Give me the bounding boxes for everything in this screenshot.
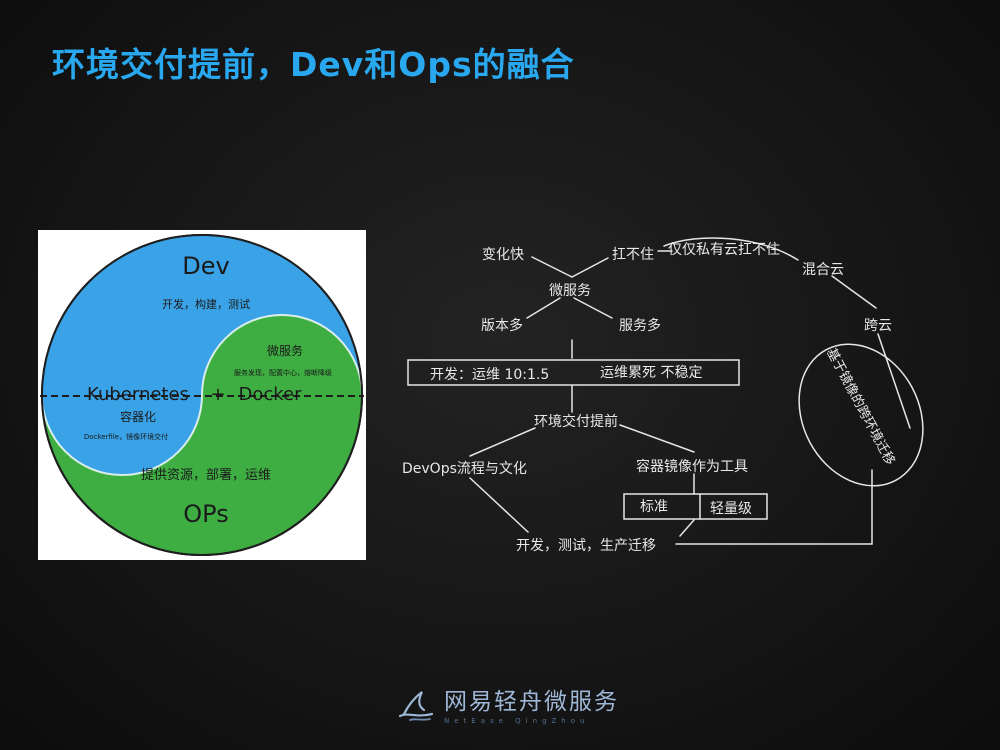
link-micro-versions — [526, 297, 561, 319]
link-cross-down — [877, 333, 911, 429]
link-devops-migration — [469, 477, 529, 533]
kubernetes-label: Kubernetes — [87, 384, 189, 405]
dockerfile-label: Dockerfile，镜像环境交付 — [83, 433, 169, 441]
node-cant-hold: 扛不住 — [612, 247, 654, 263]
node-lightweight: 轻量级 — [710, 501, 752, 517]
link-micro-services — [573, 297, 613, 319]
dev-sub-label: 开发，构建，测试 — [162, 298, 250, 311]
footer-brand: 网易轻舟微服务 NetEase QingZhou — [398, 688, 619, 725]
ops-sub-label: 提供资源，部署，运维 — [140, 468, 272, 483]
node-fast-change: 变化快 — [482, 247, 524, 263]
microservice-sub-label: 服务发现，配置中心，熔断降级 — [234, 369, 332, 377]
node-many-versions: 版本多 — [481, 318, 523, 334]
microservice-label: 微服务 — [266, 344, 304, 358]
container-label: 容器化 — [119, 410, 157, 424]
footer-brand-text: 网易轻舟微服务 — [444, 689, 619, 715]
link-hold-micro — [571, 257, 609, 278]
link-fast-micro — [531, 256, 573, 278]
wave-logo-icon — [398, 691, 434, 721]
yinyang-graphic — [40, 234, 364, 556]
link-env-container — [619, 424, 695, 453]
node-ops-tired: 运维累死 不稳定 — [600, 365, 703, 381]
link-hybrid-cross — [831, 275, 877, 309]
node-standard: 标准 — [640, 499, 668, 515]
node-migration: 开发，测试，生产迁移 — [516, 538, 656, 554]
node-hybrid-cloud: 混合云 — [802, 262, 844, 278]
footer-brand-sub: NetEase QingZhou — [444, 717, 590, 725]
node-env-delivery: 环境交付提前 — [534, 414, 618, 430]
dev-label: Dev — [182, 252, 230, 280]
link-migration-oval — [675, 469, 873, 545]
docker-label: Docker — [238, 384, 302, 405]
image-migration-oval — [798, 343, 924, 487]
plus-label: + — [210, 384, 226, 405]
ops-label: OPs — [183, 500, 229, 528]
node-cross-cloud: 跨云 — [864, 318, 892, 334]
node-microservice: 微服务 — [549, 283, 591, 299]
standard-box — [623, 493, 768, 520]
link-env-devops — [469, 427, 536, 457]
node-devops-culture: DevOps流程与文化 — [402, 461, 527, 477]
page-title: 环境交付提前，Dev和Ops的融合 — [52, 45, 575, 84]
link-private-hybrid — [663, 237, 799, 261]
devops-yinyang-figure: Dev 开发，构建，测试 微服务 服务发现，配置中心，熔断降级 Kubernet… — [38, 230, 366, 560]
node-container-image: 容器镜像作为工具 — [636, 459, 748, 475]
node-many-services: 服务多 — [619, 318, 661, 334]
node-private-cloud: 仅仅私有云扛不住 — [668, 242, 780, 258]
node-dev-ops-ratio: 开发：运维 10:1.5 — [430, 367, 550, 383]
dev-ops-ratio-box — [407, 359, 740, 386]
